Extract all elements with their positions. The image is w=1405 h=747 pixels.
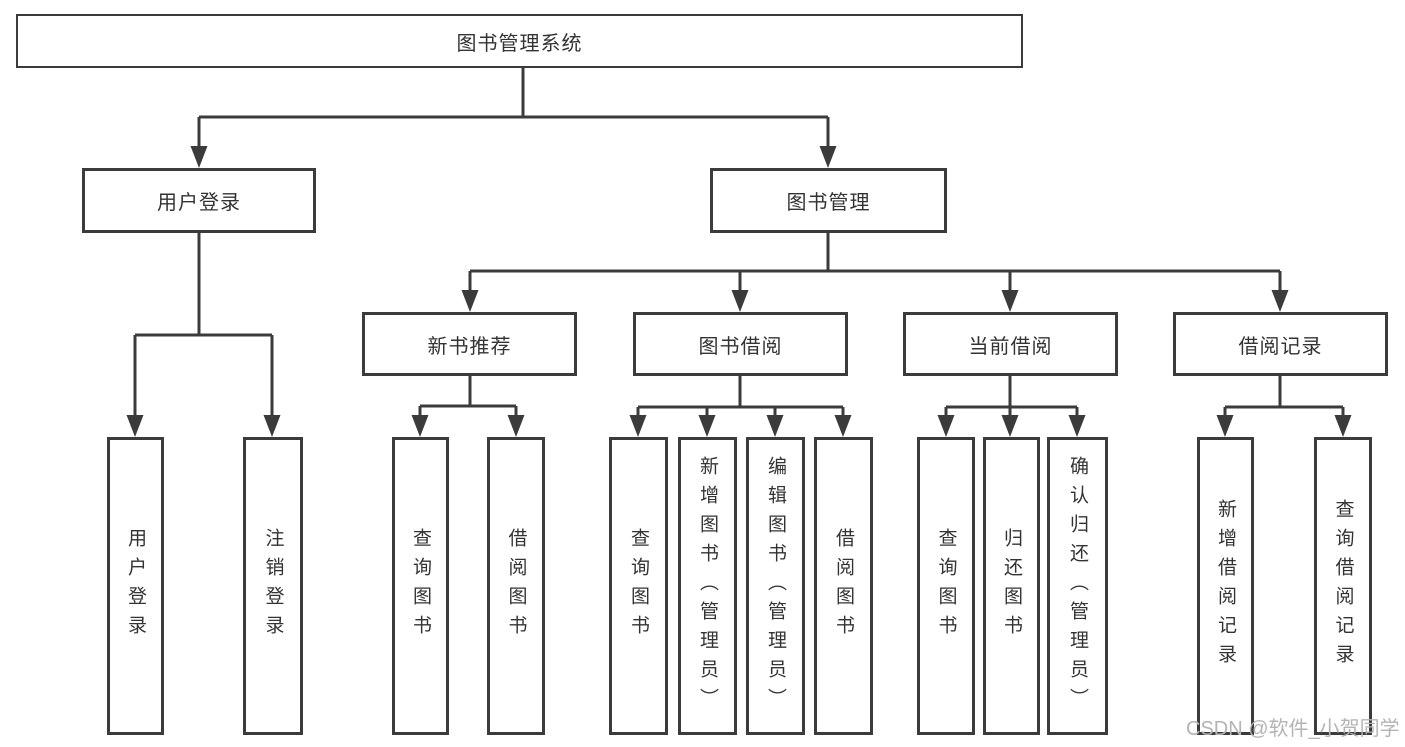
leaf-borrow-query-books: 查询图书 xyxy=(609,437,668,735)
leaf-current-return-books: 归还图书 xyxy=(983,437,1040,735)
leaf-borrow-edit-books-admin: 编辑图书（管理员） xyxy=(746,437,805,735)
leaf-recommend-borrow-books: 借阅图书 xyxy=(487,437,545,735)
leaf-borrow-edit-books-admin-label: 编辑图书（管理员） xyxy=(765,455,786,717)
leaf-current-confirm-return-admin: 确认归还（管理员） xyxy=(1047,437,1108,735)
leaf-records-query-record-label: 查询借阅记录 xyxy=(1332,499,1354,673)
leaf-records-add-record-label: 新增借阅记录 xyxy=(1215,499,1236,673)
node-user-login: 用户登录 xyxy=(82,168,316,233)
node-current-borrow-label: 当前借阅 xyxy=(968,335,1053,358)
node-new-book-recommend-label: 新书推荐 xyxy=(427,335,512,358)
leaf-logout-label: 注销登录 xyxy=(262,528,284,644)
leaf-recommend-borrow-books-label: 借阅图书 xyxy=(505,528,527,644)
leaf-borrow-add-books-admin-label: 新增图书（管理员） xyxy=(697,455,718,717)
leaf-logout: 注销登录 xyxy=(243,437,303,735)
node-book-borrow: 图书借阅 xyxy=(633,312,848,376)
node-borrow-records: 借阅记录 xyxy=(1173,312,1388,376)
leaf-user-login: 用户登录 xyxy=(107,437,164,735)
leaf-current-query-books: 查询图书 xyxy=(917,437,975,735)
node-new-book-recommend: 新书推荐 xyxy=(362,312,577,376)
watermark: CSDN @软件_小贺同学 xyxy=(1186,718,1400,740)
arrowheads xyxy=(126,146,1352,437)
node-root: 图书管理系统 xyxy=(16,14,1023,68)
leaf-records-query-record: 查询借阅记录 xyxy=(1314,437,1372,735)
leaf-recommend-query-books: 查询图书 xyxy=(392,437,449,735)
leaf-current-query-books-label: 查询图书 xyxy=(935,528,957,644)
leaf-user-login-label: 用户登录 xyxy=(125,528,146,644)
node-book-borrow-label: 图书借阅 xyxy=(698,335,783,358)
leaf-borrow-query-books-label: 查询图书 xyxy=(628,528,649,644)
leaf-records-add-record: 新增借阅记录 xyxy=(1197,437,1254,735)
node-book-management-label: 图书管理 xyxy=(786,192,871,214)
leaf-borrow-borrow-books: 借阅图书 xyxy=(814,437,873,735)
node-borrow-records-label: 借阅记录 xyxy=(1238,335,1323,358)
node-current-borrow: 当前借阅 xyxy=(903,312,1118,376)
leaf-borrow-add-books-admin: 新增图书（管理员） xyxy=(678,437,737,735)
leaf-current-return-books-label: 归还图书 xyxy=(1001,528,1022,644)
leaf-borrow-borrow-books-label: 借阅图书 xyxy=(833,528,854,644)
node-user-login-label: 用户登录 xyxy=(157,192,241,214)
node-root-label: 图书管理系统 xyxy=(456,32,583,55)
node-book-management: 图书管理 xyxy=(710,168,947,233)
leaf-recommend-query-books-label: 查询图书 xyxy=(410,528,431,644)
leaf-current-confirm-return-admin-label: 确认归还（管理员） xyxy=(1067,455,1088,717)
